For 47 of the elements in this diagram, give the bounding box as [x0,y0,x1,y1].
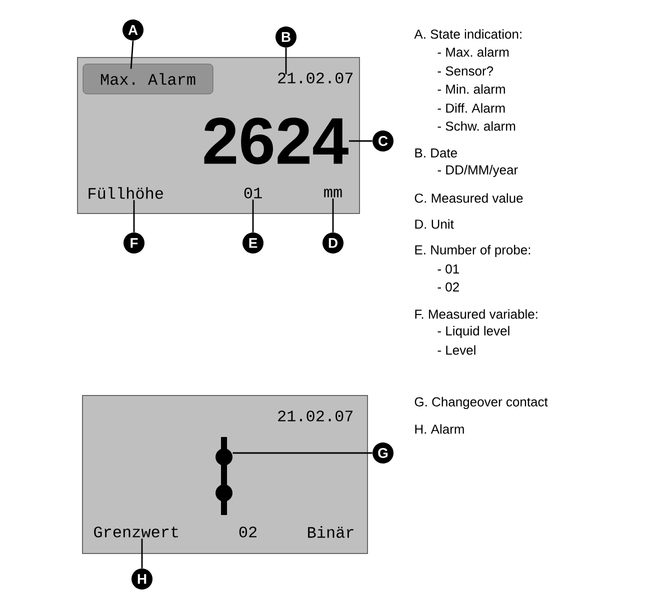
legend-text: - Schw. alarm [438,121,516,131]
leader-line [285,48,287,74]
legend-text: - DD/MM/year [438,164,518,178]
legend-text: - Sensor? [438,66,494,76]
legend-text: - 02 [438,282,459,292]
legend-text: H. Alarm [415,424,464,434]
callout-letter: C [372,130,394,152]
display-text: 21.02.07 [278,72,353,84]
measured-value: 2624 [204,118,348,164]
leader-line [349,140,372,142]
legend-text: G. Changeover contact [414,396,548,410]
legend-text: - Diff. Alarm [438,103,505,113]
legend-text: A. State indication: [414,29,522,39]
legend-text: - Min. alarm [438,84,505,94]
callout-letter: A [122,20,144,40]
display-text: Binär [308,526,354,538]
display-text: 02 [239,526,256,538]
legend-text: E. Number of probe: [415,244,530,258]
display-screen [77,57,360,214]
display-text: Füllhöhe [88,187,163,199]
callout-letter: H [132,568,152,590]
legend-text: C. Measured value [414,193,523,203]
display-text: Grenzwert [94,526,178,538]
callout-letter: B [276,26,296,48]
legend-text: - Level [438,345,476,355]
leader-line [232,452,372,454]
callout-letter: G [372,442,394,464]
display-text: 21.02.07 [278,410,353,422]
callout-letter: D [322,232,344,254]
display-text: mm [324,188,342,198]
legend-text: D. Unit [415,219,454,229]
legend-text: B. Date [415,148,457,158]
display-screen [82,395,368,554]
display-text: 01 [244,188,262,198]
leader-line [252,200,254,232]
legend-text: - Liquid level [438,326,510,338]
leader-line [141,538,143,568]
callout-letter: F [124,232,144,254]
callout-letter: E [242,232,264,254]
leader-line [332,198,334,232]
legend-text: F. Measured variable: [415,309,538,319]
legend-text: - Max. alarm [438,47,509,57]
leader-line [133,200,135,232]
legend-text: - 01 [438,264,459,274]
leader-line [130,40,134,69]
status-tag: Max. Alarm [82,64,214,94]
contact-symbol [216,437,232,515]
